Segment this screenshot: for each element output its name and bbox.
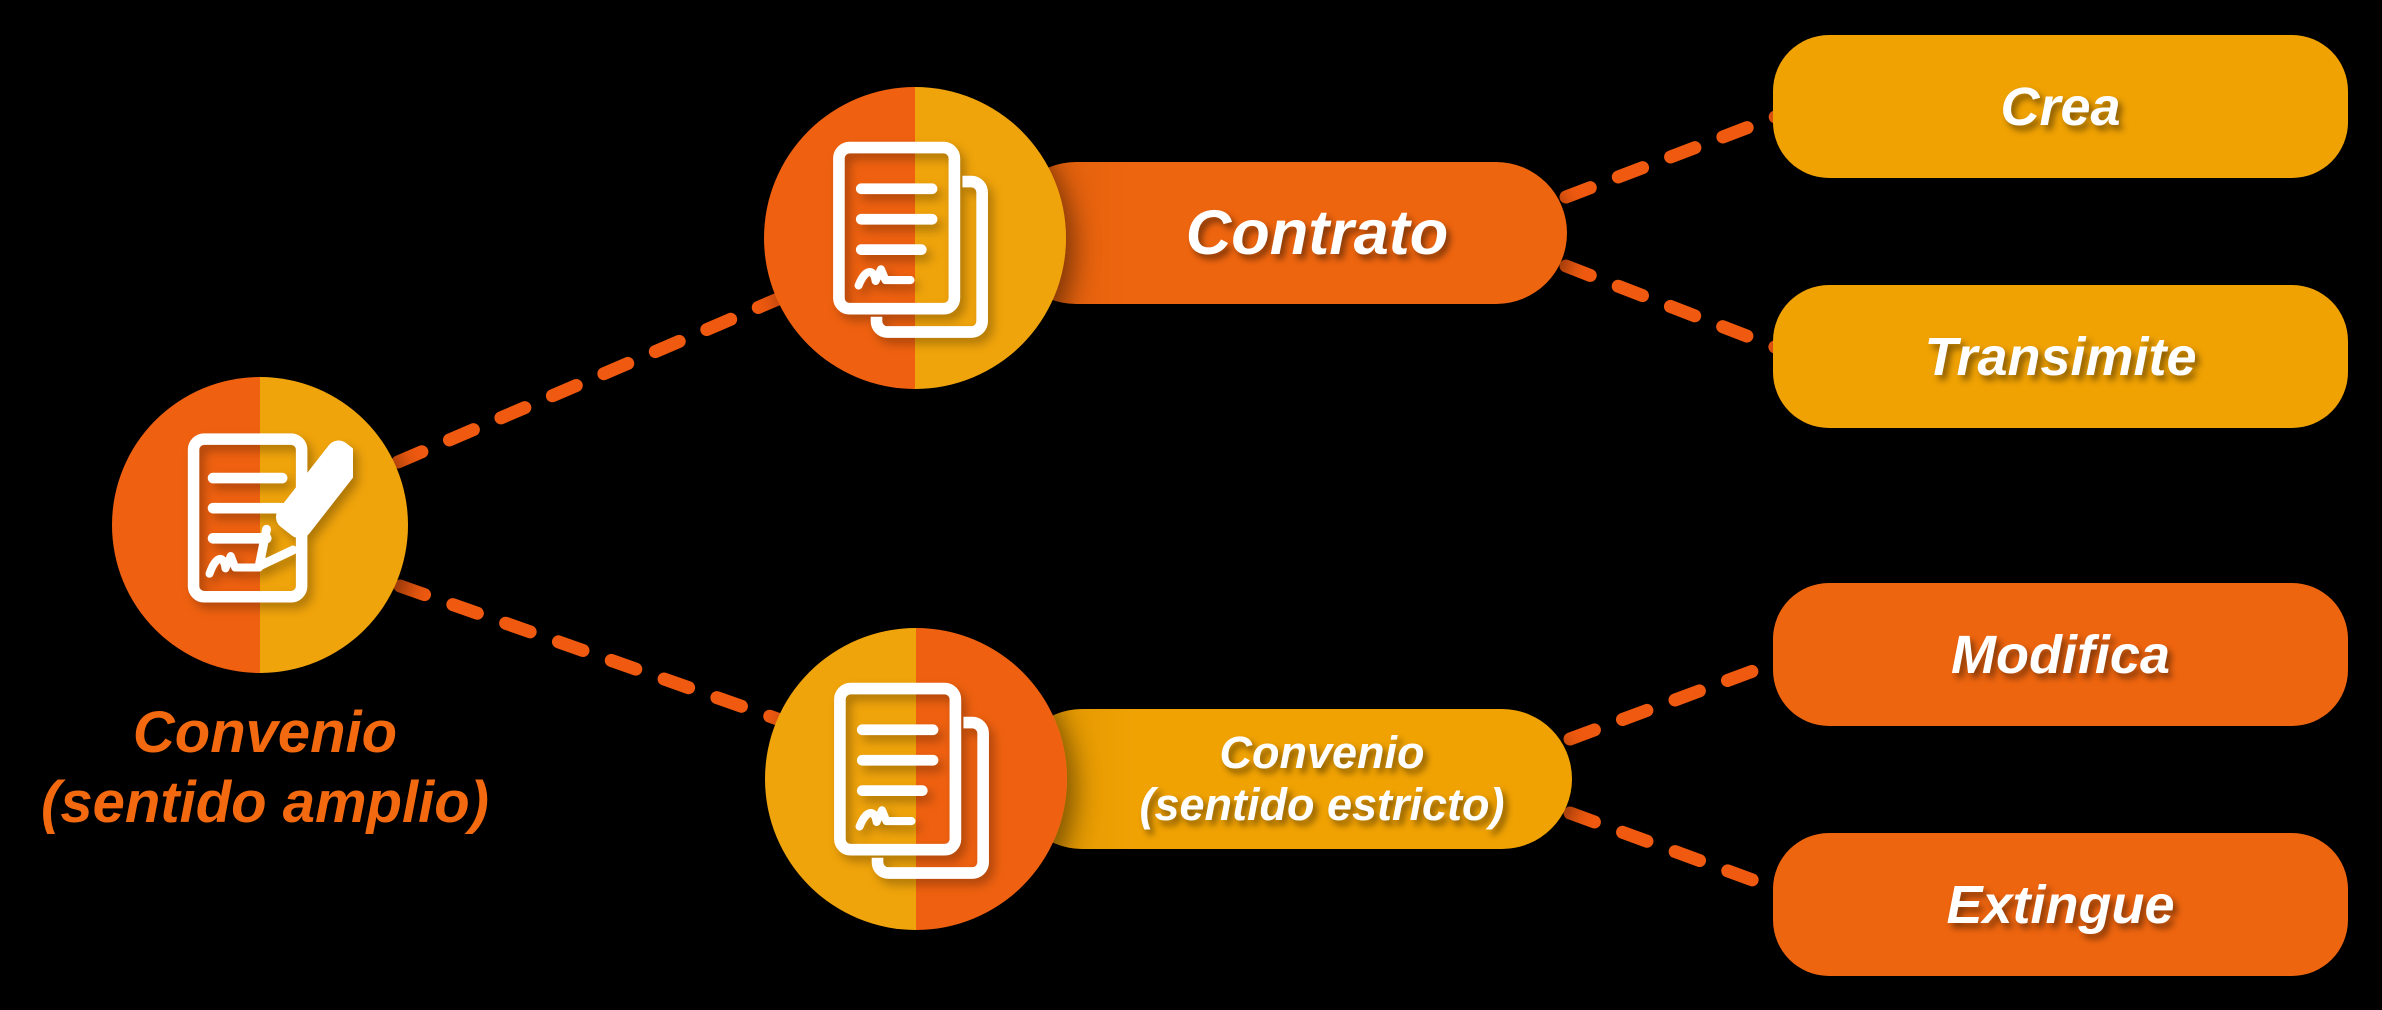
node-extingue-pill: Extingue xyxy=(1773,833,2348,976)
transimite-label: Transimite xyxy=(1924,326,2197,387)
node-crea-pill: Crea xyxy=(1773,35,2348,178)
documents-stack-icon xyxy=(822,676,1010,882)
node-modifica-pill: Modifica xyxy=(1773,583,2348,726)
edge-estricto-to-extingue xyxy=(1563,806,1795,900)
node-convenio-amplio-label: Convenio (sentido amplio) xyxy=(0,698,530,838)
node-convenio-estricto-pill: Convenio (sentido estricto) xyxy=(1012,709,1572,849)
convenio-amplio-line2: (sentido amplio) xyxy=(41,770,489,835)
node-contrato-pill: Contrato xyxy=(1005,162,1567,304)
node-convenio-amplio-circle xyxy=(112,377,408,673)
convenio-amplio-line1: Convenio xyxy=(132,700,398,765)
document-pencil-icon xyxy=(167,423,353,627)
edge-root-to-contrato xyxy=(391,292,785,469)
documents-stack-icon xyxy=(821,135,1009,341)
node-transimite-pill: Transimite xyxy=(1773,285,2348,428)
edge-contrato-to-crea xyxy=(1559,105,1795,204)
convenio-estricto-line1: Convenio xyxy=(1219,727,1425,778)
modifica-label: Modifica xyxy=(1950,624,2170,685)
convenio-estricto-line2: (sentido estricto) xyxy=(1139,779,1505,830)
crea-label: Crea xyxy=(2000,76,2121,137)
edge-contrato-to-transimite xyxy=(1559,259,1795,359)
node-convenio-estricto-circle xyxy=(765,628,1067,930)
edge-root-to-estricto xyxy=(393,579,793,729)
extingue-label: Extingue xyxy=(1946,874,2175,935)
node-contrato-circle xyxy=(764,87,1066,389)
edge-estricto-to-modifica xyxy=(1563,651,1795,746)
contrato-label: Contrato xyxy=(1185,198,1449,268)
